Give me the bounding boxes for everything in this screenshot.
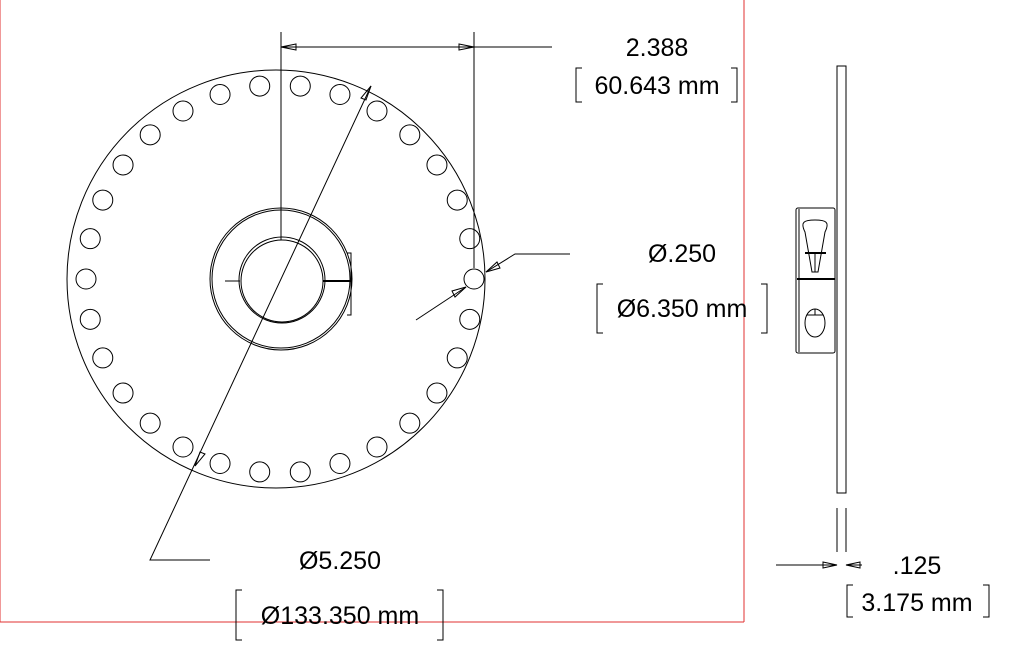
bolt-hole xyxy=(399,124,421,146)
bolt-hole xyxy=(79,308,101,330)
thickness-inch: .125 xyxy=(893,552,942,580)
sheet-border xyxy=(0,0,745,623)
bolt-hole xyxy=(139,412,161,434)
clamp-screw xyxy=(347,252,352,316)
bolt-hole xyxy=(139,124,161,146)
bolt-hole xyxy=(446,347,468,369)
bolt-hole xyxy=(112,154,134,176)
bolt-hole xyxy=(459,228,481,250)
hole-diameter-dimension: Ø.250 Ø6.350 mm xyxy=(415,240,768,334)
hole-diameter-inch: Ø.250 xyxy=(648,240,716,268)
outer-diameter-mm: Ø133.350 mm xyxy=(261,602,419,630)
bolt-hole xyxy=(463,268,485,290)
screw-head xyxy=(802,219,828,273)
bolt-hole xyxy=(92,347,114,369)
bolt-hole xyxy=(399,412,421,434)
bolt-hole xyxy=(92,189,114,211)
bolt-hole xyxy=(249,461,271,483)
bolt-hole xyxy=(172,436,194,458)
bolt-holes xyxy=(75,75,485,483)
bolt-hole xyxy=(289,461,311,483)
hub-side xyxy=(795,207,836,354)
outer-disc-edge xyxy=(66,69,486,489)
hub-bore xyxy=(238,236,326,324)
front-view xyxy=(66,69,486,489)
bolt-hole xyxy=(209,453,231,475)
bolt-hole xyxy=(366,436,388,458)
thickness-mm: 3.175 mm xyxy=(861,589,972,617)
bolt-hole xyxy=(426,382,448,404)
bolt-hole xyxy=(426,154,448,176)
bolt-hole xyxy=(329,453,351,475)
hole-spacing-mm: 60.643 mm xyxy=(594,72,719,100)
bolt-hole xyxy=(249,75,271,97)
bolt-hole xyxy=(289,75,311,97)
bolt-hole xyxy=(329,83,351,105)
hole-spacing-inch: 2.388 xyxy=(626,34,689,62)
bolt-hole xyxy=(209,83,231,105)
plate-edge xyxy=(836,65,847,494)
hole-diameter-mm: Ø6.350 mm xyxy=(617,295,748,323)
bolt-hole xyxy=(75,268,97,290)
outer-diameter-dimension: Ø5.250 Ø133.350 mm xyxy=(149,85,444,641)
hole-spacing-dimension: 2.388 60.643 mm xyxy=(280,32,738,268)
side-view xyxy=(795,65,847,494)
bolt-hole xyxy=(79,228,101,250)
bolt-hole xyxy=(366,100,388,122)
bolt-hole xyxy=(459,308,481,330)
bolt-hole xyxy=(112,382,134,404)
bolt-hole xyxy=(172,100,194,122)
outer-diameter-inch: Ø5.250 xyxy=(299,547,381,575)
bolt-hole xyxy=(446,189,468,211)
thickness-dimension: .125 3.175 mm xyxy=(776,508,990,618)
